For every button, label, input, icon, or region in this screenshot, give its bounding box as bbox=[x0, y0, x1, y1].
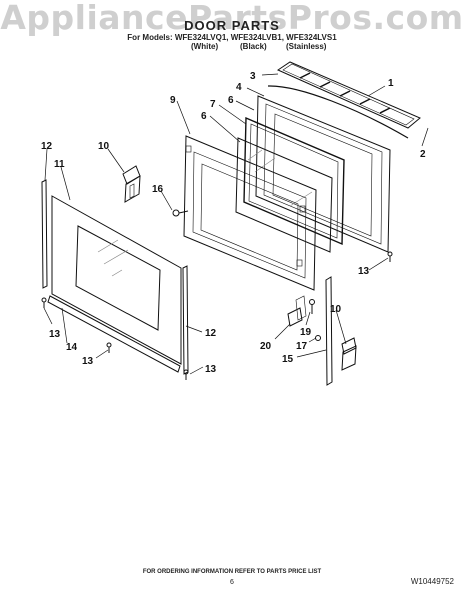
callout-13-left: 13 bbox=[49, 329, 61, 340]
part-screw-19 bbox=[309, 299, 315, 314]
callout-6-upper: 6 bbox=[228, 95, 234, 106]
variant-white: (White) bbox=[191, 42, 219, 51]
callout-19: 19 bbox=[300, 327, 312, 338]
callout-9: 9 bbox=[170, 95, 176, 106]
watermark: AppliancePartsPros.com bbox=[0, 0, 464, 37]
part-hinge-channel bbox=[325, 276, 333, 386]
callout-2: 2 bbox=[420, 149, 426, 160]
callout-13-right: 13 bbox=[205, 364, 217, 375]
part-vent-seal bbox=[267, 85, 409, 139]
part-side-trim-left bbox=[41, 179, 48, 289]
variant-stainless: (Stainless) bbox=[286, 42, 327, 51]
part-screw-17 bbox=[315, 335, 321, 341]
part-hinge-receiver bbox=[287, 295, 307, 327]
part-screw-16 bbox=[172, 209, 189, 217]
part-vent-trim bbox=[276, 61, 421, 129]
footer-note: FOR ORDERING INFORMATION REFER TO PARTS … bbox=[142, 569, 322, 575]
callout-20: 20 bbox=[260, 341, 272, 352]
callout-6-lower: 6 bbox=[201, 111, 207, 122]
part-inner-door-liner bbox=[255, 95, 391, 253]
part-bottom-trim bbox=[47, 295, 181, 373]
part-screw-13 bbox=[41, 251, 393, 380]
part-inner-glass bbox=[235, 137, 333, 253]
variant-black: (Black) bbox=[240, 42, 267, 51]
part-door-frame bbox=[183, 135, 317, 291]
callout-11: 11 bbox=[54, 159, 65, 170]
callout-12-left: 12 bbox=[41, 141, 53, 152]
document-number: W10449752 bbox=[410, 577, 454, 586]
callout-10-left: 10 bbox=[98, 141, 110, 152]
callout-16: 16 bbox=[152, 184, 164, 195]
callout-3: 3 bbox=[250, 71, 256, 82]
callout-17: 17 bbox=[296, 341, 308, 352]
page-number: 6 bbox=[230, 579, 234, 586]
page-title: DOOR PARTS bbox=[184, 18, 280, 33]
callout-14: 14 bbox=[66, 342, 78, 353]
part-door-gasket bbox=[243, 116, 345, 246]
part-side-trim-right bbox=[182, 265, 189, 375]
callout-10-right: 10 bbox=[330, 304, 342, 315]
part-hinge-left bbox=[122, 165, 141, 203]
part-hinge-right bbox=[341, 337, 357, 371]
callout-1: 1 bbox=[388, 78, 394, 89]
callout-15: 15 bbox=[282, 354, 294, 365]
part-outer-door-panel bbox=[51, 195, 182, 365]
leader-lines bbox=[43, 73, 429, 375]
models-line: For Models: WFE324LVQ1, WFE324LVB1, WFE3… bbox=[127, 33, 337, 42]
callout-7: 7 bbox=[210, 99, 216, 110]
callout-13-middle: 13 bbox=[82, 356, 94, 367]
callout-13-upper-right: 13 bbox=[358, 266, 370, 277]
callout-12-right: 12 bbox=[205, 328, 217, 339]
callout-4: 4 bbox=[236, 82, 242, 93]
